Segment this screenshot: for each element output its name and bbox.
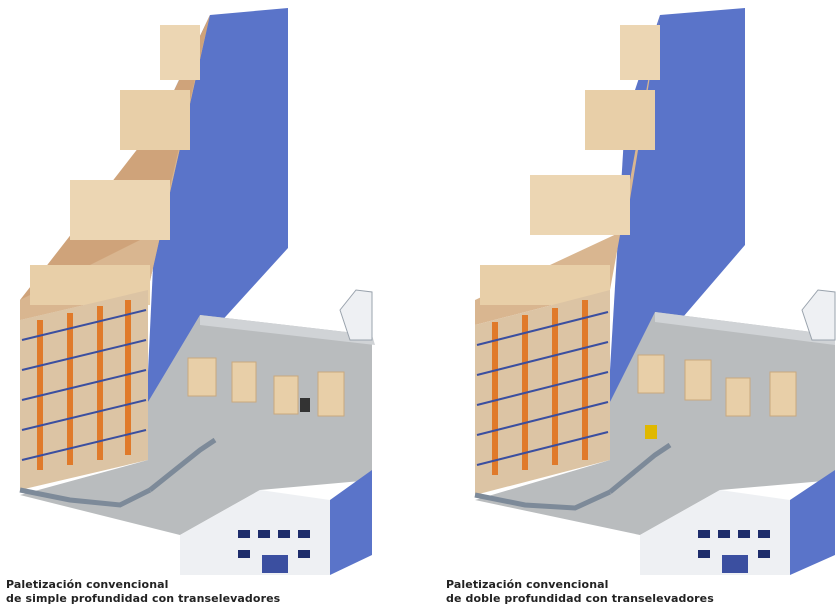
office-side-wall bbox=[790, 470, 835, 575]
double-depth-warehouse-illustration bbox=[474, 8, 836, 575]
pallet-stack bbox=[30, 25, 200, 305]
truck bbox=[801, 289, 836, 341]
rack-tower-face bbox=[20, 15, 210, 320]
double-depth-caption: Paletización convencional de doble profu… bbox=[446, 578, 714, 606]
floor-back-wall bbox=[200, 315, 375, 345]
office-windows bbox=[698, 530, 770, 558]
office-building bbox=[180, 490, 330, 575]
truck bbox=[339, 289, 373, 341]
caption-line-1: Paletización convencional bbox=[6, 578, 169, 591]
rack-beams bbox=[476, 311, 609, 466]
conveyor-system bbox=[474, 442, 672, 511]
loading-floor bbox=[20, 315, 372, 535]
rack-tower-face bbox=[475, 15, 660, 325]
rack-tower-top bbox=[20, 15, 210, 320]
office-side-wall bbox=[330, 470, 372, 575]
rack-beams bbox=[21, 309, 147, 461]
floor-back-wall bbox=[655, 312, 835, 345]
single-depth-warehouse-illustration bbox=[19, 8, 375, 575]
office-entrance bbox=[262, 555, 288, 573]
forklift bbox=[300, 398, 310, 412]
office-windows bbox=[238, 530, 310, 558]
conveyor-system bbox=[19, 437, 217, 508]
caption-line-2: de simple profundidad con transelevadore… bbox=[6, 592, 281, 605]
office-entrance bbox=[722, 555, 748, 573]
office-building bbox=[640, 490, 790, 575]
rack-lower-block bbox=[475, 290, 610, 495]
pallet-stack bbox=[480, 25, 660, 305]
loading-floor bbox=[475, 312, 835, 535]
staged-pallets bbox=[187, 357, 345, 417]
forklift bbox=[645, 425, 657, 439]
caption-line-2: de doble profundidad con transelevadores bbox=[446, 592, 714, 605]
staged-pallets bbox=[637, 354, 797, 417]
caption-line-1: Paletización convencional bbox=[446, 578, 609, 591]
rack-lower-block bbox=[20, 290, 148, 490]
single-depth-caption: Paletización convencional de simple prof… bbox=[6, 578, 280, 606]
